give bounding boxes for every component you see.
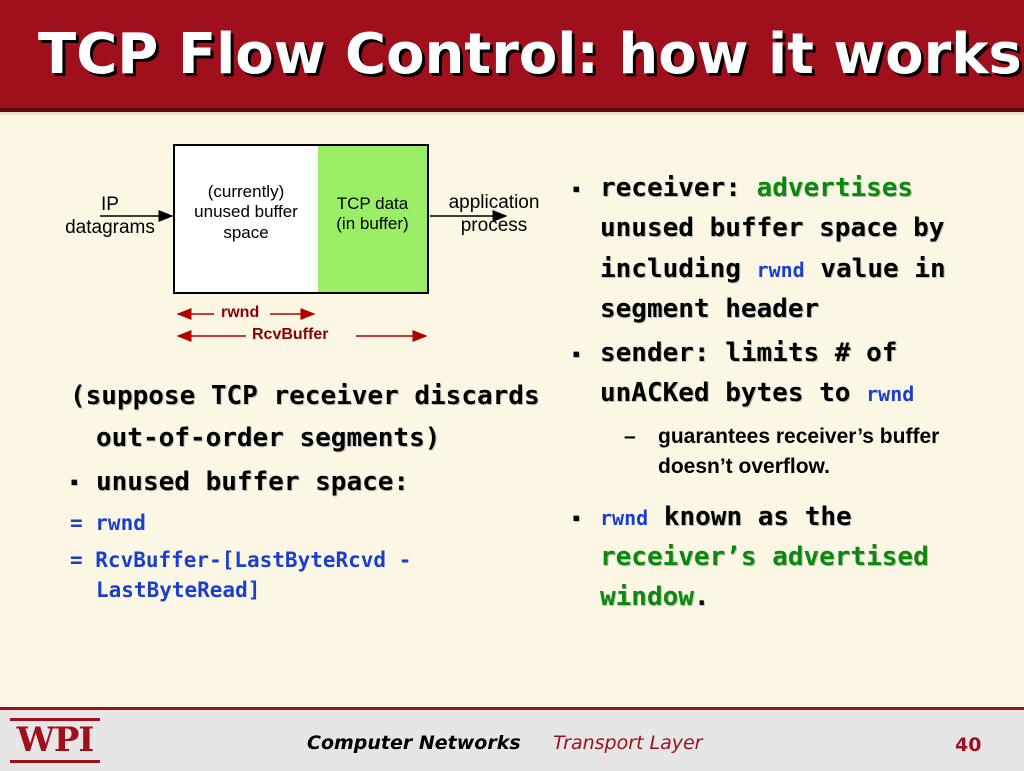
window-bullet-suffix: . [693,582,710,613]
sender-bullet: ▪ sender: limits # of unACKed bytes to r… [572,333,992,414]
ip-datagrams-label: IP datagrams [48,194,172,240]
dash-icon: – [624,424,636,448]
logo-text: WPI [16,720,95,760]
unused-label-line-2: unused buffer [194,202,298,222]
bullet-icon: ▪ [572,181,581,197]
tcp-label-line-2: (in buffer) [336,214,409,234]
application-process-label: application process [432,192,556,238]
ip-label-line-2: datagrams [65,216,155,238]
receiver-bullet: ▪ receiver: advertises unused buffer spa… [572,168,992,329]
tcp-data-region [318,146,427,292]
bullet-icon: ▪ [572,346,581,363]
course-name: Computer Networks [307,732,521,754]
unused-space-bullet-text: unused buffer space: [96,467,410,498]
rcvbuffer-label: RcvBuffer [250,326,331,344]
unused-space-bullet: ▪ unused buffer space: [70,463,550,502]
assumption-paragraph: (suppose TCP receiver discards out-of-or… [70,381,540,453]
sender-bullet-prefix: sender: limits # of unACKed bytes to [600,338,898,409]
wpi-logo: WPI [8,716,102,764]
slide-title: TCP Flow Control: how it works [38,22,1022,87]
tcp-label-line-1: TCP data [336,194,409,213]
logo-rule-top [10,718,100,721]
window-rwnd-code: rwnd [600,505,649,530]
receiver-advertises-text: advertises [756,173,914,203]
unused-label-line-1: (currently) [207,182,285,201]
rwnd-label: rwnd [219,304,262,322]
logo-rule-bottom [10,760,100,763]
app-label-line-1: application [448,192,540,213]
chapter-name: Transport Layer [553,732,703,754]
unused-space-label: (currently) unused buffer space [176,182,316,243]
unused-label-line-3: space [223,222,269,242]
tcp-data-label: TCP data (in buffer) [318,194,427,235]
bullet-icon: ▪ [572,509,581,526]
guarantee-subbullet: – guarantees receiver’s buffer doesn’t o… [572,422,992,483]
guarantee-subbullet-text: guarantees receiver’s buffer doesn’t ove… [658,424,940,479]
advertised-window-text: receiver’s advertised window [600,541,929,613]
receiver-bullet-suffix: value in segment header [600,253,946,324]
buffer-diagram: (currently) unused buffer space TCP data… [0,130,560,360]
left-text-block: (suppose TCP receiver discards out-of-or… [70,376,550,606]
bullet-icon: ▪ [70,474,79,491]
receiver-bullet-prefix: receiver: [600,173,757,203]
page-number: 40 [955,734,982,756]
sender-rwnd-code: rwnd [866,382,915,407]
app-label-line-2: process [460,214,528,236]
equation-rwnd: = rwnd [70,511,146,536]
footer: WPI Computer Networks Transport Layer 40 [0,707,1024,771]
right-text-block: ▪ receiver: advertises unused buffer spa… [572,168,992,618]
advertised-window-bullet: ▪ rwnd known as the receiver’s advertise… [572,497,992,618]
receiver-rwnd-code: rwnd [756,257,805,282]
title-bar: TCP Flow Control: how it works [0,0,1024,108]
ip-label-line-1: IP [101,194,119,215]
receiver-bullet-mid: unused buffer space by including [600,213,945,284]
diagram-arrows [100,210,508,342]
window-bullet-mid: known as the [648,501,852,532]
equation-rcvbuffer: = RcvBuffer-[LastByteRcvd - LastByteRead… [70,547,412,603]
